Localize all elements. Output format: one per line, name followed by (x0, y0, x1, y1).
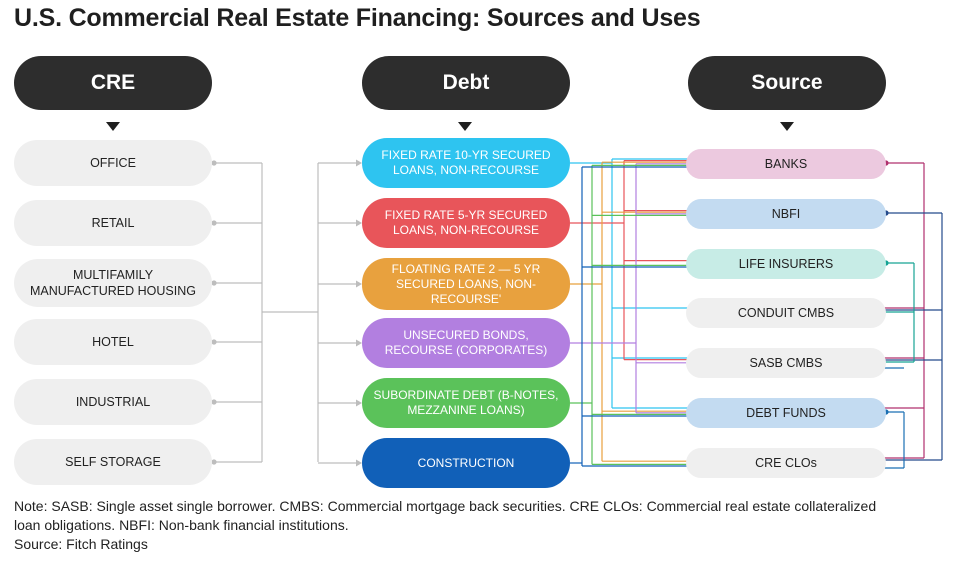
cre-dot (211, 339, 217, 345)
column-header-debt: Debt (362, 56, 570, 110)
chart-title: U.S. Commercial Real Estate Financing: S… (14, 4, 701, 32)
debt-arrowhead (356, 159, 362, 167)
debt-item-fixed-5yr: FIXED RATE 5-YR SECURED LOANS, NON-RECOU… (362, 198, 570, 248)
cre-item-multifamily: MULTIFAMILY MANUFACTURED HOUSING (14, 259, 212, 307)
column-header-source: Source (688, 56, 886, 110)
cre-dot (211, 399, 217, 405)
cre-item-industrial: INDUSTRIAL (14, 379, 212, 425)
source-down-arrow-icon (780, 122, 794, 131)
cre-dot (211, 160, 217, 166)
debt-arrowhead (356, 459, 362, 467)
debt-item-fixed-10yr: FIXED RATE 10-YR SECURED LOANS, NON-RECO… (362, 138, 570, 188)
debt-item-subordinate: SUBORDINATE DEBT (B-NOTES, MEZZANINE LOA… (362, 378, 570, 428)
cre-dot (211, 280, 217, 286)
debt-arrowhead (356, 399, 362, 407)
footnote-line-1: Note: SASB: Single asset single borrower… (14, 498, 877, 514)
cre-item-retail: RETAIL (14, 200, 212, 246)
footnote-line-2: loan obligations. NBFI: Non-bank financi… (14, 517, 349, 533)
source-item-conduit-cmbs: CONDUIT CMBS (686, 298, 886, 328)
debt-item-unsecured-bonds: UNSECURED BONDS, RECOURSE (CORPORATES) (362, 318, 570, 368)
debt-item-construction: CONSTRUCTION (362, 438, 570, 488)
debt-arrowhead (356, 280, 362, 288)
cre-down-arrow-icon (106, 122, 120, 131)
debt-arrowhead (356, 339, 362, 347)
footnote: Note: SASB: Single asset single borrower… (14, 497, 944, 554)
source-item-life-insurers: LIFE INSURERS (686, 249, 886, 279)
cre-item-hotel: HOTEL (14, 319, 212, 365)
debt-item-floating-rate: FLOATING RATE 2 — 5 YR SECURED LOANS, NO… (362, 258, 570, 310)
footnote-line-3: Source: Fitch Ratings (14, 536, 148, 552)
source-item-cre-clos: CRE CLOs (686, 448, 886, 478)
column-header-cre: CRE (14, 56, 212, 110)
source-item-banks: BANKS (686, 149, 886, 179)
debt-arrowhead (356, 219, 362, 227)
cre-item-office: OFFICE (14, 140, 212, 186)
debt-down-arrow-icon (458, 122, 472, 131)
cre-item-self-storage: SELF STORAGE (14, 439, 212, 485)
source-item-sasb-cmbs: SASB CMBS (686, 348, 886, 378)
cre-dot (211, 220, 217, 226)
source-item-debt-funds: DEBT FUNDS (686, 398, 886, 428)
source-item-nbfi: NBFI (686, 199, 886, 229)
cre-dot (211, 459, 217, 465)
